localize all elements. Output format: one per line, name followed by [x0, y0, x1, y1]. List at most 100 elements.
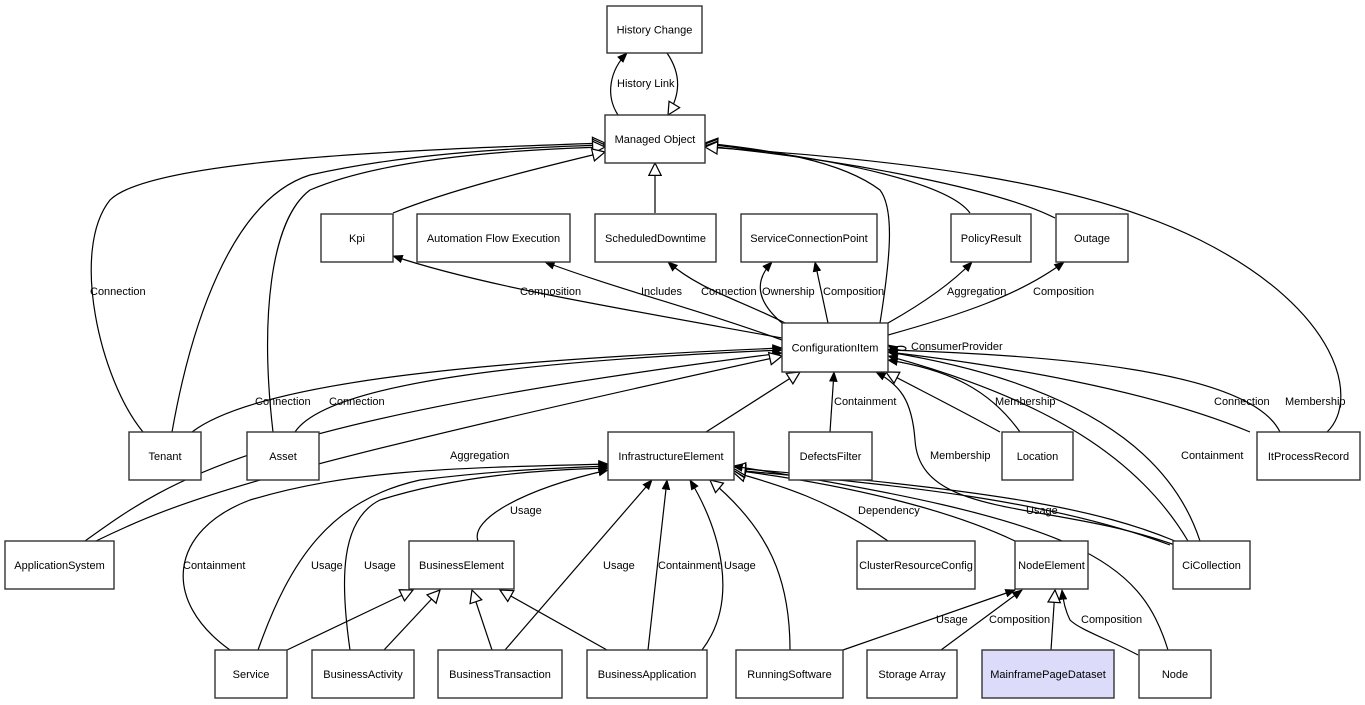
edge-ci-associations — [391, 254, 1065, 354]
node-asset[interactable]: Asset — [246, 431, 320, 481]
node-kpi[interactable]: Kpi — [320, 213, 394, 263]
node-running-software[interactable]: RunningSoftware — [735, 649, 844, 699]
node-policy-result[interactable]: PolicyResult — [950, 213, 1032, 263]
node-box — [408, 540, 515, 590]
edge-label: Composition — [989, 614, 1050, 626]
node-box — [1138, 649, 1212, 699]
node-label: PolicyResult — [961, 233, 1022, 245]
node-box — [214, 649, 288, 699]
edge-label: Usage — [936, 614, 968, 626]
node-box — [856, 540, 976, 590]
node-business-transaction[interactable]: BusinessTransaction — [437, 649, 563, 699]
node-history-change[interactable]: History Change — [606, 5, 703, 54]
node-box — [866, 649, 958, 699]
edge-label: Usage — [510, 505, 542, 517]
node-label: ScheduledDowntime — [605, 233, 706, 245]
node-box — [586, 649, 708, 699]
node-box — [1001, 431, 1074, 481]
node-outage[interactable]: Outage — [1055, 213, 1129, 263]
node-label: BusinessActivity — [323, 669, 403, 681]
edge-label: Membership — [995, 396, 1056, 408]
edge-label: Connection — [1214, 396, 1270, 408]
node-label: BusinessElement — [419, 560, 504, 572]
node-box — [1172, 540, 1251, 590]
node-mainframe-page-dataset[interactable]: MainframePageDataset — [981, 649, 1115, 699]
node-label: ApplicationSystem — [14, 560, 105, 572]
node-scheduled-downtime[interactable]: ScheduledDowntime — [594, 213, 717, 263]
edge-label: Connection — [701, 286, 757, 298]
node-label: ConfigurationItem — [792, 342, 879, 354]
node-box — [788, 431, 873, 481]
node-cluster-resource-config[interactable]: ClusterResourceConfig — [856, 540, 976, 590]
node-label: ServiceConnectionPoint — [750, 233, 867, 245]
node-location[interactable]: Location — [1001, 431, 1074, 481]
node-defects-filter[interactable]: DefectsFilter — [788, 431, 873, 481]
node-ci-collection[interactable]: CiCollection — [1172, 540, 1251, 590]
edge-label: Containment — [1181, 450, 1243, 462]
node-box — [981, 649, 1115, 699]
node-label: Tenant — [148, 451, 181, 463]
node-label: Managed Object — [615, 134, 696, 146]
node-box — [320, 213, 394, 263]
edge-label: Containment — [834, 396, 896, 408]
node-node-element[interactable]: NodeElement — [1014, 540, 1089, 590]
node-box — [740, 213, 878, 263]
edge-label: Usage — [311, 560, 343, 572]
edge-label: Ownership — [762, 286, 815, 298]
node-infrastructure-element[interactable]: InfrastructureElement — [607, 431, 735, 481]
node-label: NodeElement — [1018, 560, 1085, 572]
node-box — [607, 431, 735, 481]
node-box — [437, 649, 563, 699]
node-box — [950, 213, 1032, 263]
node-storage-array[interactable]: Storage Array — [866, 649, 958, 699]
node-box — [416, 213, 571, 263]
node-managed-object[interactable]: Managed Object — [604, 114, 706, 164]
edge-label: Connection — [255, 396, 311, 408]
edge-label: History Link — [617, 78, 675, 90]
node-label: Outage — [1074, 233, 1110, 245]
node-tenant[interactable]: Tenant — [128, 431, 202, 481]
edge-label: Connection — [329, 396, 385, 408]
edge-label: Membership — [930, 450, 991, 462]
node-application-system[interactable]: ApplicationSystem — [4, 540, 115, 590]
edge-label: Usage — [724, 560, 756, 572]
edge-label: Containment — [658, 560, 720, 572]
node-label: Asset — [269, 451, 297, 463]
edge-history-link — [610, 52, 678, 115]
node-box — [1014, 540, 1089, 590]
edge-label: Membership — [1285, 396, 1346, 408]
edge-label: Composition — [520, 286, 581, 298]
node-business-activity[interactable]: BusinessActivity — [311, 649, 415, 699]
node-automation-flow[interactable]: Automation Flow Execution — [416, 213, 571, 263]
edge-label: Containment — [183, 560, 245, 572]
node-label: DefectsFilter — [800, 451, 862, 463]
edge-inherit-managed-object — [90, 143, 1342, 433]
node-label: Location — [1017, 451, 1059, 463]
edges — [84, 52, 1342, 656]
edge-label: Usage — [1026, 505, 1058, 517]
edge-label: Aggregation — [947, 286, 1006, 298]
edge-labels: History Link Connection Composition Incl… — [90, 78, 1346, 626]
node-business-application[interactable]: BusinessApplication — [586, 649, 708, 699]
edge-label: ConsumerProvider — [911, 341, 1003, 353]
node-box — [246, 431, 320, 481]
node-business-element[interactable]: BusinessElement — [408, 540, 515, 590]
node-label: History Change — [617, 24, 693, 36]
node-box — [604, 114, 706, 164]
node-node[interactable]: Node — [1138, 649, 1212, 699]
node-label: Node — [1162, 669, 1188, 681]
edge-label: Includes — [641, 286, 682, 298]
node-configuration-item[interactable]: ConfigurationItem — [781, 322, 889, 373]
node-service-connection-point[interactable]: ServiceConnectionPoint — [740, 213, 878, 263]
node-label: RunningSoftware — [747, 669, 831, 681]
node-box — [735, 649, 844, 699]
node-box — [606, 5, 703, 54]
node-label: ItProcessRecord — [1268, 451, 1349, 463]
edge-label: Composition — [1081, 614, 1142, 626]
node-label: Kpi — [349, 233, 365, 245]
node-it-process-record[interactable]: ItProcessRecord — [1256, 431, 1361, 481]
edge-inherit-business-element — [286, 590, 608, 651]
node-box — [311, 649, 415, 699]
node-service[interactable]: Service — [214, 649, 288, 699]
